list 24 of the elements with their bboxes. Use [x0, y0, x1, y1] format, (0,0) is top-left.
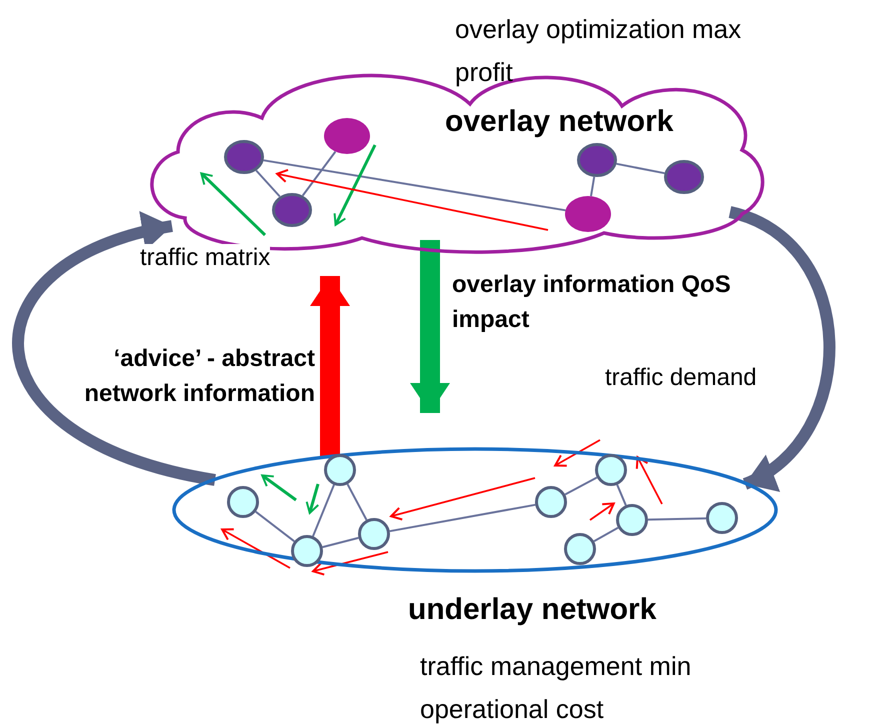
- network-node: [291, 535, 323, 567]
- arrow: [12, 213, 216, 486]
- arrow: [310, 276, 350, 457]
- arrow: [728, 206, 836, 490]
- connector-line: [322, 536, 359, 548]
- network-node: [535, 486, 567, 518]
- connector-line: [564, 476, 598, 496]
- network-node: [595, 454, 627, 486]
- network-node: [706, 502, 738, 534]
- network-node: [324, 454, 356, 486]
- caption-text: traffic management min operational cost: [420, 650, 692, 726]
- arrow: [410, 240, 450, 413]
- connector-line: [616, 484, 627, 506]
- connector-line: [346, 484, 368, 520]
- network-node: [358, 518, 390, 550]
- connector-line: [255, 510, 295, 542]
- connector-line: [312, 484, 335, 537]
- connector-line: [594, 526, 618, 542]
- connector-line: [390, 504, 536, 532]
- network-node: [227, 486, 259, 518]
- network-node: [616, 504, 648, 536]
- network-title: underlay network: [408, 592, 656, 628]
- network-node: [564, 533, 596, 565]
- connector-line: [648, 517, 706, 521]
